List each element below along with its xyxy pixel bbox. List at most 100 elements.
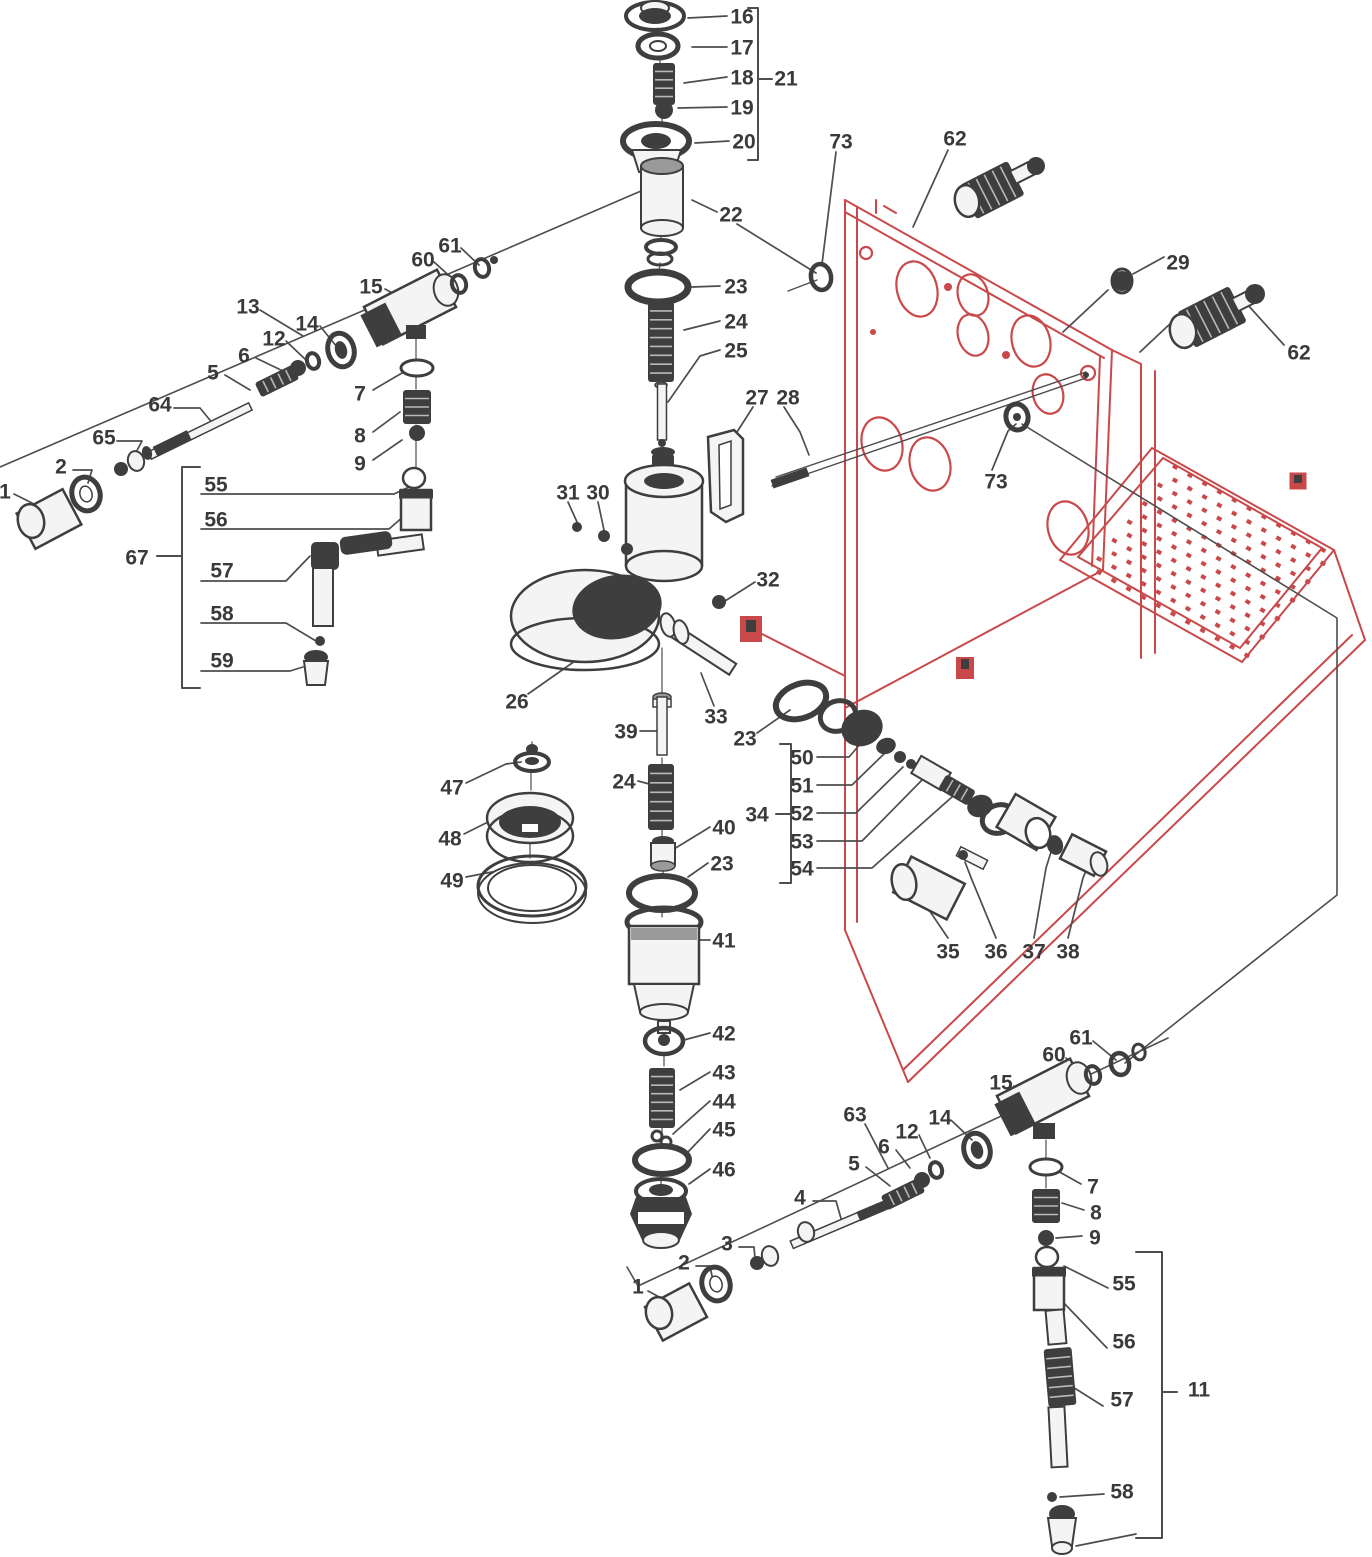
part-shape xyxy=(961,1130,993,1170)
assembly-axis-13 xyxy=(0,187,649,468)
drip-tray-perforation xyxy=(1260,513,1268,520)
drip-tray-perforation xyxy=(1184,619,1191,626)
part-shape xyxy=(655,101,673,119)
connector-line-right xyxy=(1021,423,1338,1064)
drip-tray-perforation xyxy=(1229,604,1236,610)
part-label-49: 49 xyxy=(440,870,463,893)
drip-tray-perforation xyxy=(1275,548,1282,555)
part-spring xyxy=(648,764,674,830)
part-label-15: 15 xyxy=(359,276,383,299)
drip-tray-perforation xyxy=(1171,490,1178,497)
drip-tray-perforation xyxy=(1260,567,1267,574)
leader-line xyxy=(255,357,286,373)
drip-tray-perforation xyxy=(1319,560,1327,567)
part-label-57: 57 xyxy=(210,560,233,583)
leader-line xyxy=(200,515,405,530)
leader-line xyxy=(895,1149,911,1169)
leader-line xyxy=(1055,1235,1083,1239)
part-shape xyxy=(635,31,681,61)
part-label-58: 58 xyxy=(210,603,234,626)
drip-tray-perforation xyxy=(1140,554,1148,561)
part-label-43: 43 xyxy=(712,1062,735,1085)
leader-line xyxy=(687,862,709,878)
part-shape xyxy=(642,1231,680,1249)
drip-tray-perforation xyxy=(1141,540,1148,547)
part-label-4: 4 xyxy=(794,1187,806,1210)
frame-edge xyxy=(844,569,1104,709)
part-shape xyxy=(334,341,348,359)
drip-tray-perforation xyxy=(1244,598,1251,605)
part-label-62: 62 xyxy=(943,128,966,151)
drip-tray-perforation xyxy=(1185,592,1192,599)
frame-hole xyxy=(858,245,874,261)
part-spring xyxy=(653,63,675,105)
drip-tray-perforation xyxy=(1199,614,1206,621)
drip-tray-perforation xyxy=(1141,527,1148,534)
part-shape xyxy=(1089,851,1109,877)
part-shape xyxy=(658,439,666,447)
drip-tray-perforation xyxy=(1155,589,1162,596)
part-label-51: 51 xyxy=(790,775,814,798)
part-shape xyxy=(970,1141,984,1159)
drip-tray-perforation xyxy=(1216,488,1223,495)
drip-tray-perforation xyxy=(1305,538,1312,545)
part-shape xyxy=(638,1212,684,1224)
part-label-7: 7 xyxy=(1087,1176,1099,1199)
part-shape xyxy=(632,1143,692,1177)
part-shape xyxy=(639,1003,689,1021)
drip-tray-perforation xyxy=(1201,507,1208,514)
part-label-30: 30 xyxy=(586,482,609,505)
drip-tray-perforation xyxy=(1260,527,1267,534)
part-label-23: 23 xyxy=(724,276,747,299)
part-shape xyxy=(1108,1050,1132,1078)
frame-edge xyxy=(902,634,1353,1071)
part-shape xyxy=(1047,1405,1069,1469)
leader-line xyxy=(677,106,728,109)
part-shape xyxy=(644,1295,674,1331)
part-shape xyxy=(641,133,671,149)
part-shape xyxy=(656,696,668,756)
drip-tray-perforation xyxy=(1290,543,1297,550)
part-label-5: 5 xyxy=(207,362,219,385)
drip-tray-perforation xyxy=(1140,580,1147,587)
drip-tray-perforation xyxy=(1169,610,1177,617)
part-shape xyxy=(958,850,968,860)
drip-tray-perforation xyxy=(1290,530,1297,537)
part-label-62: 62 xyxy=(1287,342,1310,365)
leader-line xyxy=(372,372,403,391)
drip-tray-perforation xyxy=(1215,528,1223,535)
leader-line xyxy=(672,1100,711,1135)
drip-tray-perforation xyxy=(1229,617,1236,624)
part-shape xyxy=(114,462,128,476)
part-shape xyxy=(401,466,427,490)
assembly-axis-63 xyxy=(626,1037,1169,1287)
frame-hole xyxy=(1031,373,1065,415)
drip-tray-perforation xyxy=(1110,564,1118,571)
part-label-33: 33 xyxy=(704,706,727,729)
part-spring-coil xyxy=(910,1182,918,1195)
part-shape xyxy=(598,530,610,542)
leader-line xyxy=(1067,865,1089,939)
part-shape xyxy=(1051,1541,1073,1555)
part-spring-coil xyxy=(284,369,292,382)
leader-line xyxy=(683,1032,711,1041)
drip-tray-perforation xyxy=(1201,480,1208,487)
part-shape xyxy=(841,709,883,747)
drip-tray-perforation xyxy=(1156,535,1163,542)
drip-tray-perforation xyxy=(1200,560,1207,567)
part-label-1: 1 xyxy=(0,481,11,504)
part-shape xyxy=(477,862,587,924)
drip-tray-perforation xyxy=(1259,593,1266,600)
leader-line xyxy=(200,555,311,582)
drip-tray-perforation xyxy=(1186,525,1193,532)
drip-tray-perforation xyxy=(1171,530,1178,537)
part-shape xyxy=(709,1275,723,1293)
leader-line xyxy=(259,309,304,337)
drip-tray-perforation xyxy=(1186,498,1193,505)
part-label-13: 13 xyxy=(236,296,259,319)
part-shape xyxy=(79,485,93,503)
part-shape xyxy=(1044,1308,1068,1346)
frame-drip-tray-outline xyxy=(1076,456,1324,650)
part-label-5: 5 xyxy=(848,1153,860,1176)
leader-line xyxy=(700,672,715,707)
